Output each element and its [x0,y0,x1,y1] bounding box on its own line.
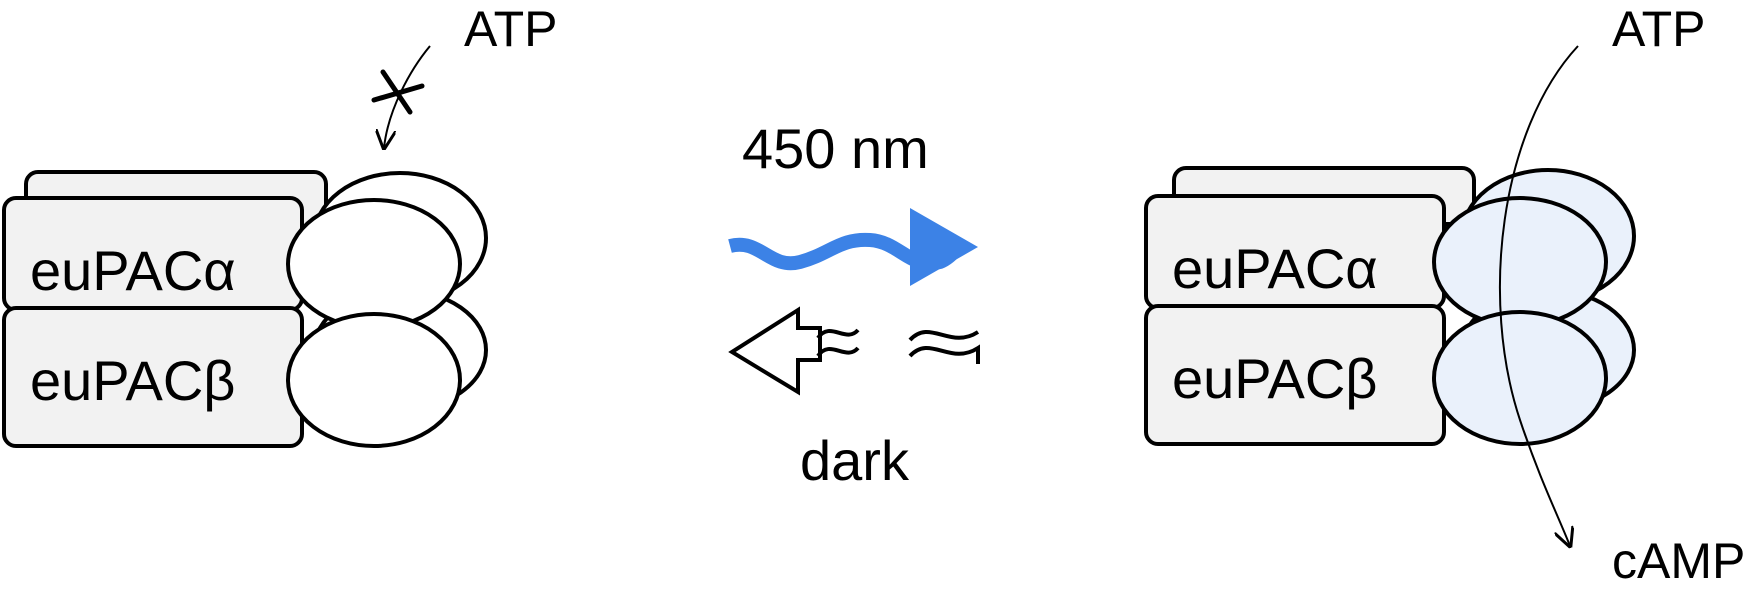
camp-label: cAMP [1612,533,1745,589]
dark-wave-icon-2 [816,346,860,358]
blocked-cross-icon [371,69,425,115]
light-arrowhead-icon [910,208,978,286]
dark-wave-icon-3 [908,329,980,342]
right-state: euPACα euPACβ ATP cAMP [1144,1,1745,589]
left-alpha-label: euPACα [30,239,236,302]
right-alpha-label: euPACα [1172,237,1378,300]
left-alpha-domain [286,198,462,330]
left-atp-label: ATP [464,1,558,57]
conversion-arrow [1498,45,1579,546]
left-beta-domain [286,312,462,448]
right-beta-label: euPACβ [1172,347,1378,410]
right-atp-label: ATP [1612,1,1706,57]
left-state: euPACα euPACβ ATP [2,1,558,448]
dark-wave-icon-4 [908,344,980,364]
light-label: 450 nm [742,117,929,180]
dark-label: dark [800,429,910,492]
dark-arrowhead-icon [728,306,822,396]
dark-wave-icon-1 [816,328,860,340]
right-alpha-domain [1432,196,1608,328]
left-beta-label: euPACβ [30,349,236,412]
right-beta-domain [1432,310,1608,446]
transition: 450 nm dark [728,117,980,492]
